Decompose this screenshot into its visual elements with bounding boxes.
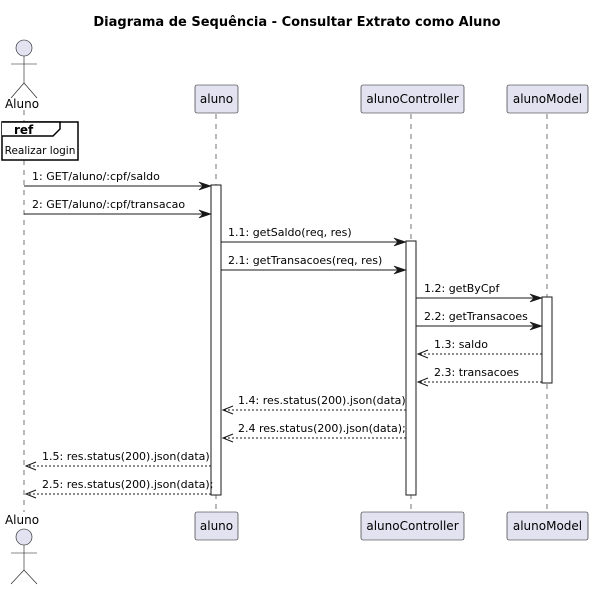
message-arrowhead [198,181,212,191]
participant-box-model-top [506,84,589,114]
message-6: 2.2: getTransacoes [416,310,543,331]
participant-label-model-top: alunoModel [513,92,582,106]
message-label: 1: GET/aluno/:cpf/saldo [32,170,160,183]
actor-label-bottom: Aluno [5,513,39,527]
message-label: 2.3: transacoes [434,366,519,379]
diagram-title: Diagrama de Sequência - Consultar Extrat… [93,15,500,30]
actor-label-top: Aluno [5,97,39,111]
message-arrowhead [24,461,37,471]
message-8: 2.3: transacoes [416,366,542,387]
activation-bar-controller [405,240,417,496]
message-9: 1.4: res.status(200).json(data) [221,394,406,415]
ref-label: Realizar login [5,145,76,157]
ref-tag: ref [14,123,34,137]
message-10: 2.4 res.status(200).json(data); [221,422,406,443]
participant-label-model-bottom: alunoModel [513,519,582,533]
message-label: 2.5: res.status(200).json(data); [42,478,213,491]
message-5: 1.2: getByCpf [416,282,543,303]
participant-label-controller-top: alunoController [366,92,458,106]
participant-label-aluno-top: aluno [200,92,233,106]
message-label: 1.1: getSaldo(req, res) [228,226,352,239]
message-7: 1.3: saldo [416,338,542,359]
message-arrowhead [221,433,234,443]
message-1: 1: GET/aluno/:cpf/saldo [24,170,212,191]
message-arrowhead [221,405,234,415]
message-label: 1.5: res.status(200).json(data) [42,450,210,463]
message-arrowhead [529,321,543,331]
participant-box-controller-bottom [360,511,465,541]
message-label: 1.4: res.status(200).json(data) [238,394,406,407]
participant-box-controller-top [360,84,465,114]
participant-box-model-bottom [506,511,589,541]
message-arrowhead [416,349,429,359]
activation-bar-model [541,296,553,384]
message-arrowhead [416,377,429,387]
participant-box-aluno-bottom [194,511,239,541]
message-label: 2.1: getTransacoes(req, res) [228,254,382,267]
message-3: 1.1: getSaldo(req, res) [221,226,407,247]
participant-box-aluno-top [194,84,239,114]
message-12: 2.5: res.status(200).json(data); [24,478,213,499]
message-arrowhead [529,293,543,303]
message-11: 1.5: res.status(200).json(data) [24,450,211,471]
ref-frame: ref Realizar login [1,121,79,161]
message-arrowhead [198,209,212,219]
message-arrowhead [393,265,407,275]
message-label: 2.2: getTransacoes [424,310,528,323]
participant-label-aluno-bottom: aluno [200,519,233,533]
message-4: 2.1: getTransacoes(req, res) [221,254,407,275]
actor-figure-top [10,39,38,99]
activation-bar-aluno [210,184,222,496]
message-label: 2.4 res.status(200).json(data); [238,422,406,435]
message-label: 1.2: getByCpf [424,282,500,295]
message-label: 1.3: saldo [434,338,488,351]
message-arrowhead [393,237,407,247]
participant-label-controller-bottom: alunoController [366,519,458,533]
message-2: 2: GET/aluno/:cpf/transacao [24,198,212,219]
actor-figure-bottom [10,528,38,585]
message-label: 2: GET/aluno/:cpf/transacao [32,198,185,211]
message-arrowhead [24,489,37,499]
